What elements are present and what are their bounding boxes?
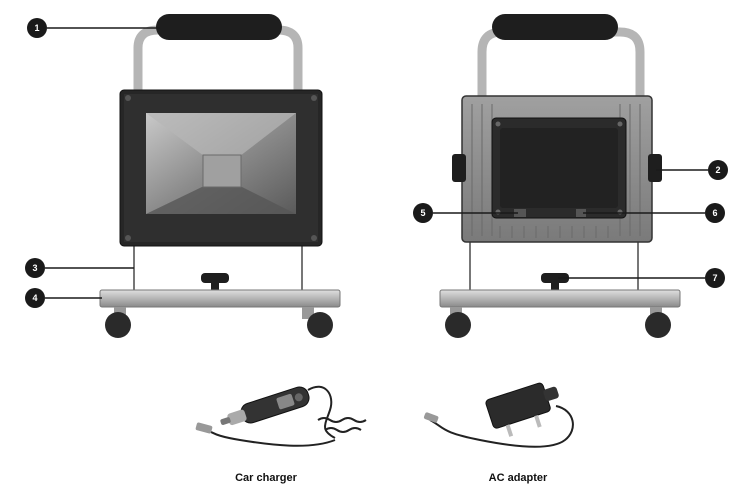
back-base-bar xyxy=(439,289,681,308)
car-charger-caption: Car charger xyxy=(235,472,297,484)
callout-5: 5 xyxy=(413,203,433,223)
ac-adapter-caption: AC adapter xyxy=(488,472,548,484)
callout-2-label: 2 xyxy=(715,165,720,175)
back-side-knob-left xyxy=(452,154,466,182)
back-power-switch xyxy=(514,209,526,217)
front-foot-right xyxy=(307,312,333,338)
front-led-chip xyxy=(202,154,242,188)
callout-6-label: 6 xyxy=(712,208,717,218)
back-handle-frame xyxy=(477,27,645,100)
callout-1-label: 1 xyxy=(34,23,39,33)
back-adjust-knob xyxy=(541,273,569,283)
callout-5-label: 5 xyxy=(420,208,425,218)
back-foot-left xyxy=(445,312,471,338)
callout-6: 6 xyxy=(705,203,725,223)
car-charger-illustration xyxy=(195,385,367,447)
front-foot-left xyxy=(105,312,131,338)
callout-1: 1 xyxy=(27,18,47,38)
callout-4: 4 xyxy=(25,288,45,308)
front-adjust-knob xyxy=(201,273,229,283)
back-floodlight xyxy=(439,14,681,338)
callout-4-label: 4 xyxy=(32,293,37,303)
back-handle-grip xyxy=(492,14,618,40)
callout-3: 3 xyxy=(25,258,45,278)
callout-7-label: 7 xyxy=(712,273,717,283)
front-handle-grip xyxy=(156,14,282,40)
front-floodlight xyxy=(99,14,341,338)
back-foot-right xyxy=(645,312,671,338)
callout-2: 2 xyxy=(708,160,728,180)
ac-adapter-illustration xyxy=(423,382,574,448)
callout-7: 7 xyxy=(705,268,725,288)
back-side-knob-right xyxy=(648,154,662,182)
back-charge-port xyxy=(576,209,586,217)
callout-3-label: 3 xyxy=(32,263,37,273)
callout-leaders xyxy=(45,27,708,299)
front-base-bar xyxy=(99,289,341,308)
